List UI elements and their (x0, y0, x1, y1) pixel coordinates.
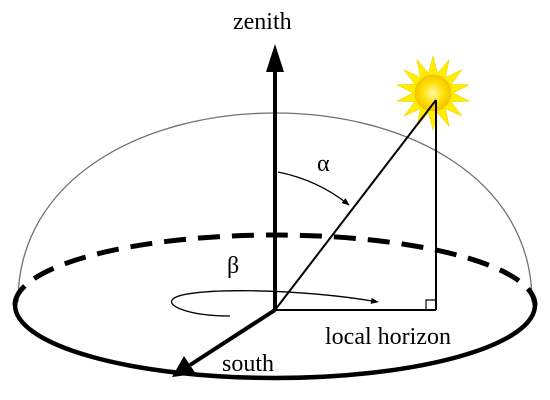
sun-line (274, 99, 437, 311)
zenith-arrowhead (266, 44, 284, 72)
south-arrowhead (172, 356, 196, 377)
right-angle-marker (425, 299, 436, 310)
south-axis (188, 308, 277, 367)
beta-arc (170, 290, 379, 317)
local-horizon-label: local horizon (325, 324, 451, 350)
beta-label: β (227, 253, 239, 279)
sun-icon (396, 55, 470, 131)
zenith-label: zenith (233, 9, 292, 35)
horizon-ellipse-front (12, 304, 538, 381)
alpha-arc (277, 171, 350, 206)
alpha-label: α (317, 151, 330, 177)
south-label: south (222, 351, 274, 377)
